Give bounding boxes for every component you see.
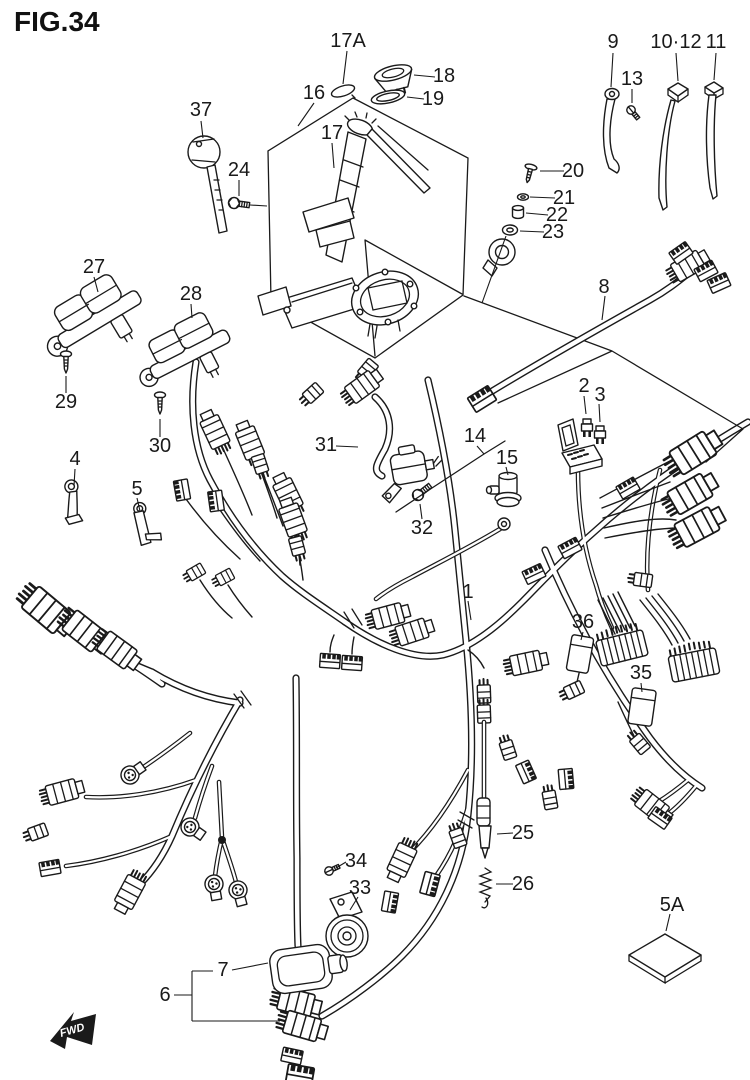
pad-5A [628,933,702,985]
callout-35[interactable]: 35 [629,662,653,684]
callout-25[interactable]: 25 [511,822,535,844]
callout-17A[interactable]: 17A [330,30,366,52]
callout-8[interactable]: 8 [598,276,610,298]
callout-30[interactable]: 30 [148,435,172,457]
callout-5[interactable]: 5 [131,478,143,500]
callout-9[interactable]: 9 [607,31,619,53]
callout-6[interactable]: 6 [159,984,171,1006]
spring-26 [478,867,493,909]
callout-14[interactable]: 14 [463,425,487,447]
callout-20[interactable]: 20 [561,160,585,182]
callout-16[interactable]: 16 [302,82,326,104]
callout-36[interactable]: 36 [571,611,595,633]
harness-connectors [12,356,730,1080]
callout-leader-lines [65,50,717,1022]
callout-37[interactable]: 37 [189,99,213,121]
callout-5A[interactable]: 5A [659,894,685,916]
relay-36 [565,634,595,674]
relay-28 [139,312,231,388]
callout-2[interactable]: 2 [578,375,590,397]
fwd-direction-arrow: FWD [50,1012,96,1049]
callout-27[interactable]: 27 [82,256,106,278]
callout-28[interactable]: 28 [179,283,203,305]
callout-22[interactable]: 22 [545,204,569,226]
fuse-3 [593,425,607,445]
callout-13[interactable]: 13 [620,68,644,90]
sub-harness-8 [466,240,732,414]
cable-ties [602,81,724,211]
mounting-screw-set [501,163,538,236]
key [187,135,228,234]
callout-32[interactable]: 32 [410,517,434,539]
callout-34[interactable]: 34 [344,850,368,872]
callout-11[interactable]: 11 [705,31,727,53]
steering-lock-assembly [257,111,516,329]
callout-10-12[interactable]: 10·12 [650,31,702,53]
callout-7[interactable]: 7 [217,959,229,981]
callout-31[interactable]: 31 [314,434,338,456]
clamp-5 [133,501,163,546]
callout-24[interactable]: 24 [227,159,251,181]
ignition-switch-box [257,97,744,463]
fuse-2 [580,418,594,438]
callout-33[interactable]: 33 [348,877,372,899]
callout-23[interactable]: 23 [541,221,565,243]
screw-34 [322,861,342,878]
bolt-24 [227,196,251,212]
callout-19[interactable]: 19 [421,88,445,110]
fuel-tank-cap [350,268,420,339]
screw-29 [59,350,73,374]
callout-15[interactable]: 15 [495,447,519,469]
relay-35 [627,687,657,727]
callout-4[interactable]: 4 [69,448,81,470]
screw-30 [153,391,167,415]
clamp-4 [64,479,84,526]
callout-21[interactable]: 21 [552,187,576,209]
ignition-cap-parts [330,64,413,105]
relay-27 [46,274,142,357]
rubber-boot-7 [269,943,348,995]
switch-assembly-31 [296,364,443,504]
fuse-box [557,418,603,475]
callout-29[interactable]: 29 [54,391,78,413]
callout-17[interactable]: 17 [320,122,344,144]
wire-lead-14-15 [373,440,522,602]
callout-3[interactable]: 3 [594,384,606,406]
callout-26[interactable]: 26 [511,873,535,895]
horn-33 [325,891,369,958]
sensor-lead-25 [475,677,492,859]
screw-13 [624,103,643,122]
callout-1[interactable]: 1 [462,581,474,603]
callout-18[interactable]: 18 [432,65,456,87]
figure-title: FIG.34 [14,6,100,37]
